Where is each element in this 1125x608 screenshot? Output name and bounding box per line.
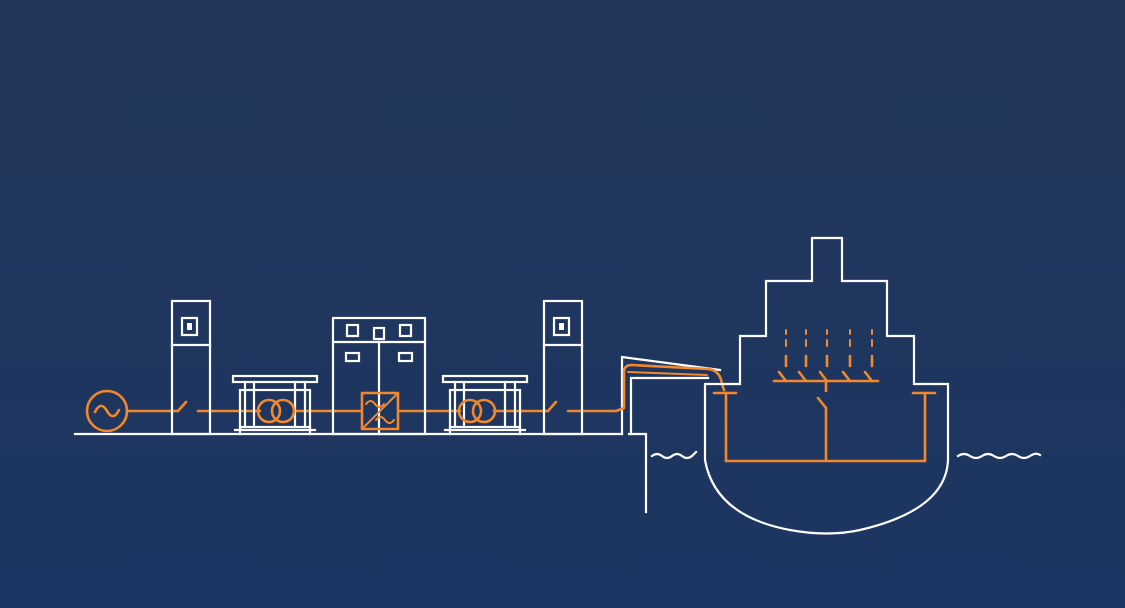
cable-reel-icon [614,363,726,413]
transformer-icon [441,374,529,436]
waves-left [650,450,698,460]
waves-right [956,452,1042,460]
outlet-switch [777,329,788,383]
ship-outlet-switches [777,329,874,383]
outlet-switch [818,329,829,383]
cabinet-icon [542,299,584,436]
transformer-icon [231,374,319,436]
ship-icon [703,236,950,535]
outlet-switch [863,329,874,383]
cabinet-icon [170,299,212,436]
converter-building [331,316,427,436]
outlet-switch [797,329,808,383]
outlet-switch [841,329,852,383]
converter-icon [360,391,400,431]
